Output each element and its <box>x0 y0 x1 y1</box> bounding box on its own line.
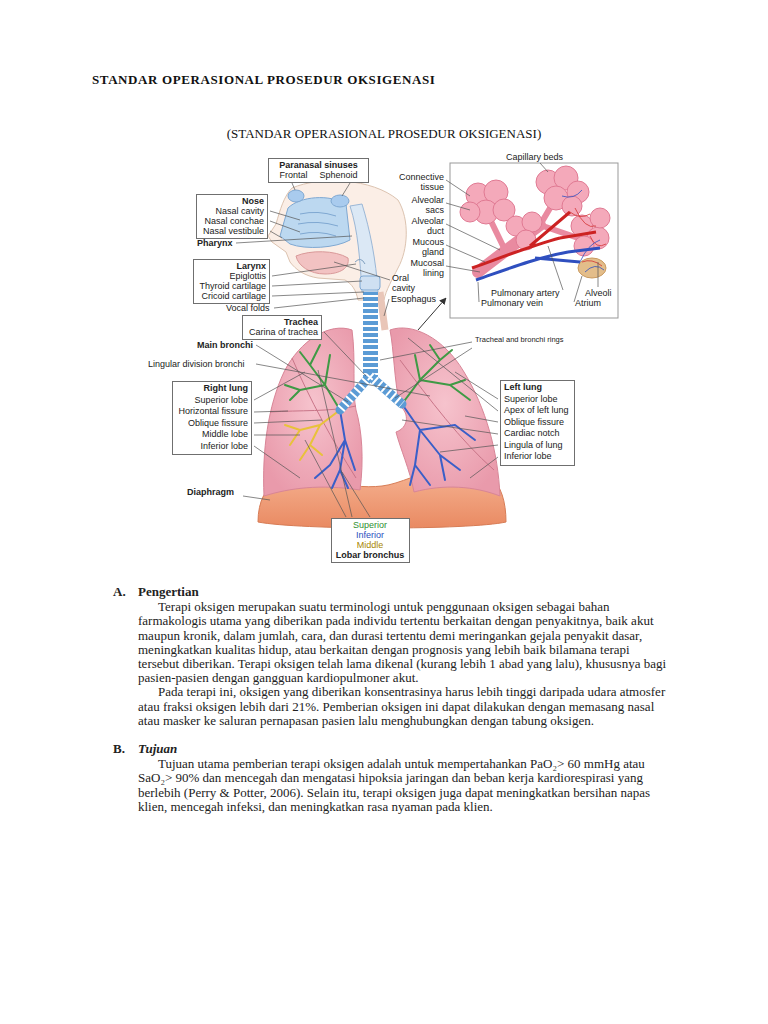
part-heading: Larynx <box>197 261 266 271</box>
part-label: Lingular division bronchi <box>148 359 245 369</box>
trachea-shape <box>340 292 402 410</box>
part-label: Atrium <box>575 298 601 308</box>
part-heading: Paranasal sinuses <box>272 160 365 170</box>
bracket-box: NoseNasal cavityNasal conchaeNasal vesti… <box>196 194 268 239</box>
part-label: Frontal <box>279 170 307 180</box>
bronchial-tree <box>285 345 475 488</box>
part-label: Vocal folds <box>226 303 270 313</box>
part-label: Alveolar duct <box>404 216 444 236</box>
part-label: Carina of trachea <box>246 327 318 337</box>
body-paragraph: Tujuan utama pemberian terapi oksigen ad… <box>138 757 673 814</box>
part-label: Mucosal lining <box>404 258 444 278</box>
head-section <box>268 181 406 330</box>
body-paragraph: Pada terapi ini, oksigen yang diberikan … <box>138 685 673 728</box>
part-label: Thyroid cartilage <box>197 281 266 291</box>
part-label: Horizontal fissure <box>176 406 248 418</box>
part-label: Pulmonary vein <box>481 298 543 308</box>
part-label: Cardiac notch <box>504 428 571 440</box>
part-label: Epiglottis <box>197 271 266 281</box>
document-title: STANDAR OPERASIONAL PROSEDUR OKSIGENASI <box>92 72 436 88</box>
part-label: Superior <box>335 520 406 530</box>
section-heading: Pengertian <box>138 585 199 599</box>
bracket-box: SuperiorInferiorMiddleLobar bronchus <box>331 518 410 563</box>
part-heading: Pharynx <box>197 238 233 248</box>
part-label: Lingula of lung <box>504 440 571 452</box>
section-number: A. <box>113 585 126 599</box>
part-label: Capillary beds <box>505 152 564 162</box>
part-label: Oblique fissure <box>176 418 248 430</box>
bracket-box: Left lungSuperior lobeApex of left lungO… <box>500 380 575 466</box>
document-subtitle: (STANDAR OPERASIONAL PROSEDUR OKSIGENASI… <box>227 127 541 142</box>
part-label: Middle <box>335 540 406 550</box>
alveoli-inset <box>450 163 618 318</box>
bracket-box: TracheaCarina of trachea <box>242 315 322 340</box>
part-label: Superior lobe <box>504 394 571 406</box>
bracket-box: Paranasal sinusesFrontal Sphenoid <box>268 158 369 183</box>
part-label: Apex of left lung <box>504 405 571 417</box>
section-number: B. <box>113 742 125 756</box>
part-label: Mucous gland <box>406 237 444 257</box>
part-heading: Diaphragm <box>187 487 234 497</box>
body-paragraph: Terapi oksigen merupakan suatu terminolo… <box>138 600 673 685</box>
left-lung-shape <box>390 328 500 496</box>
part-label: Nasal vestibule <box>200 226 264 236</box>
part-label: Esophagus <box>391 294 436 304</box>
leader-lines <box>236 163 598 517</box>
part-label: Nasal conchae <box>200 216 264 226</box>
part-heading: Main bronchi <box>197 340 253 350</box>
part-label: Connective tissue <box>396 172 444 192</box>
part-label: Sphenoid <box>319 170 357 180</box>
part-label: Tracheal and bronchi rings <box>474 336 568 344</box>
part-label: Middle lobe <box>176 429 248 441</box>
part-label: Inferior <box>335 530 406 540</box>
part-label: Cricoid cartilage <box>197 291 266 301</box>
part-heading: Right lung <box>176 383 248 395</box>
bracket-box: Right lungSuperior lobeHorizontal fissur… <box>172 381 252 455</box>
lung-fissures <box>270 358 494 478</box>
right-lung-shape <box>264 328 362 496</box>
part-heading: Left lung <box>504 382 571 394</box>
section-heading: Tujuan <box>138 742 177 756</box>
part-label: Oral cavity <box>392 273 422 293</box>
part-heading: Nose <box>200 196 264 206</box>
part-label: Inferior lobe <box>504 451 571 463</box>
part-label: Superior lobe <box>176 395 248 407</box>
bracket-box: LarynxEpiglottisThyroid cartilageCricoid… <box>193 259 270 304</box>
part-label: Alveolar sacs <box>404 195 444 215</box>
part-heading: Trachea <box>246 317 318 327</box>
part-label: Pulmonary artery <box>491 288 560 298</box>
part-label: Nasal cavity <box>200 206 264 216</box>
part-heading: Lobar bronchus <box>335 550 406 560</box>
part-label: Oblique fissure <box>504 417 571 429</box>
part-label: Alveoli <box>585 288 612 298</box>
part-label: Inferior lobe <box>176 441 248 453</box>
